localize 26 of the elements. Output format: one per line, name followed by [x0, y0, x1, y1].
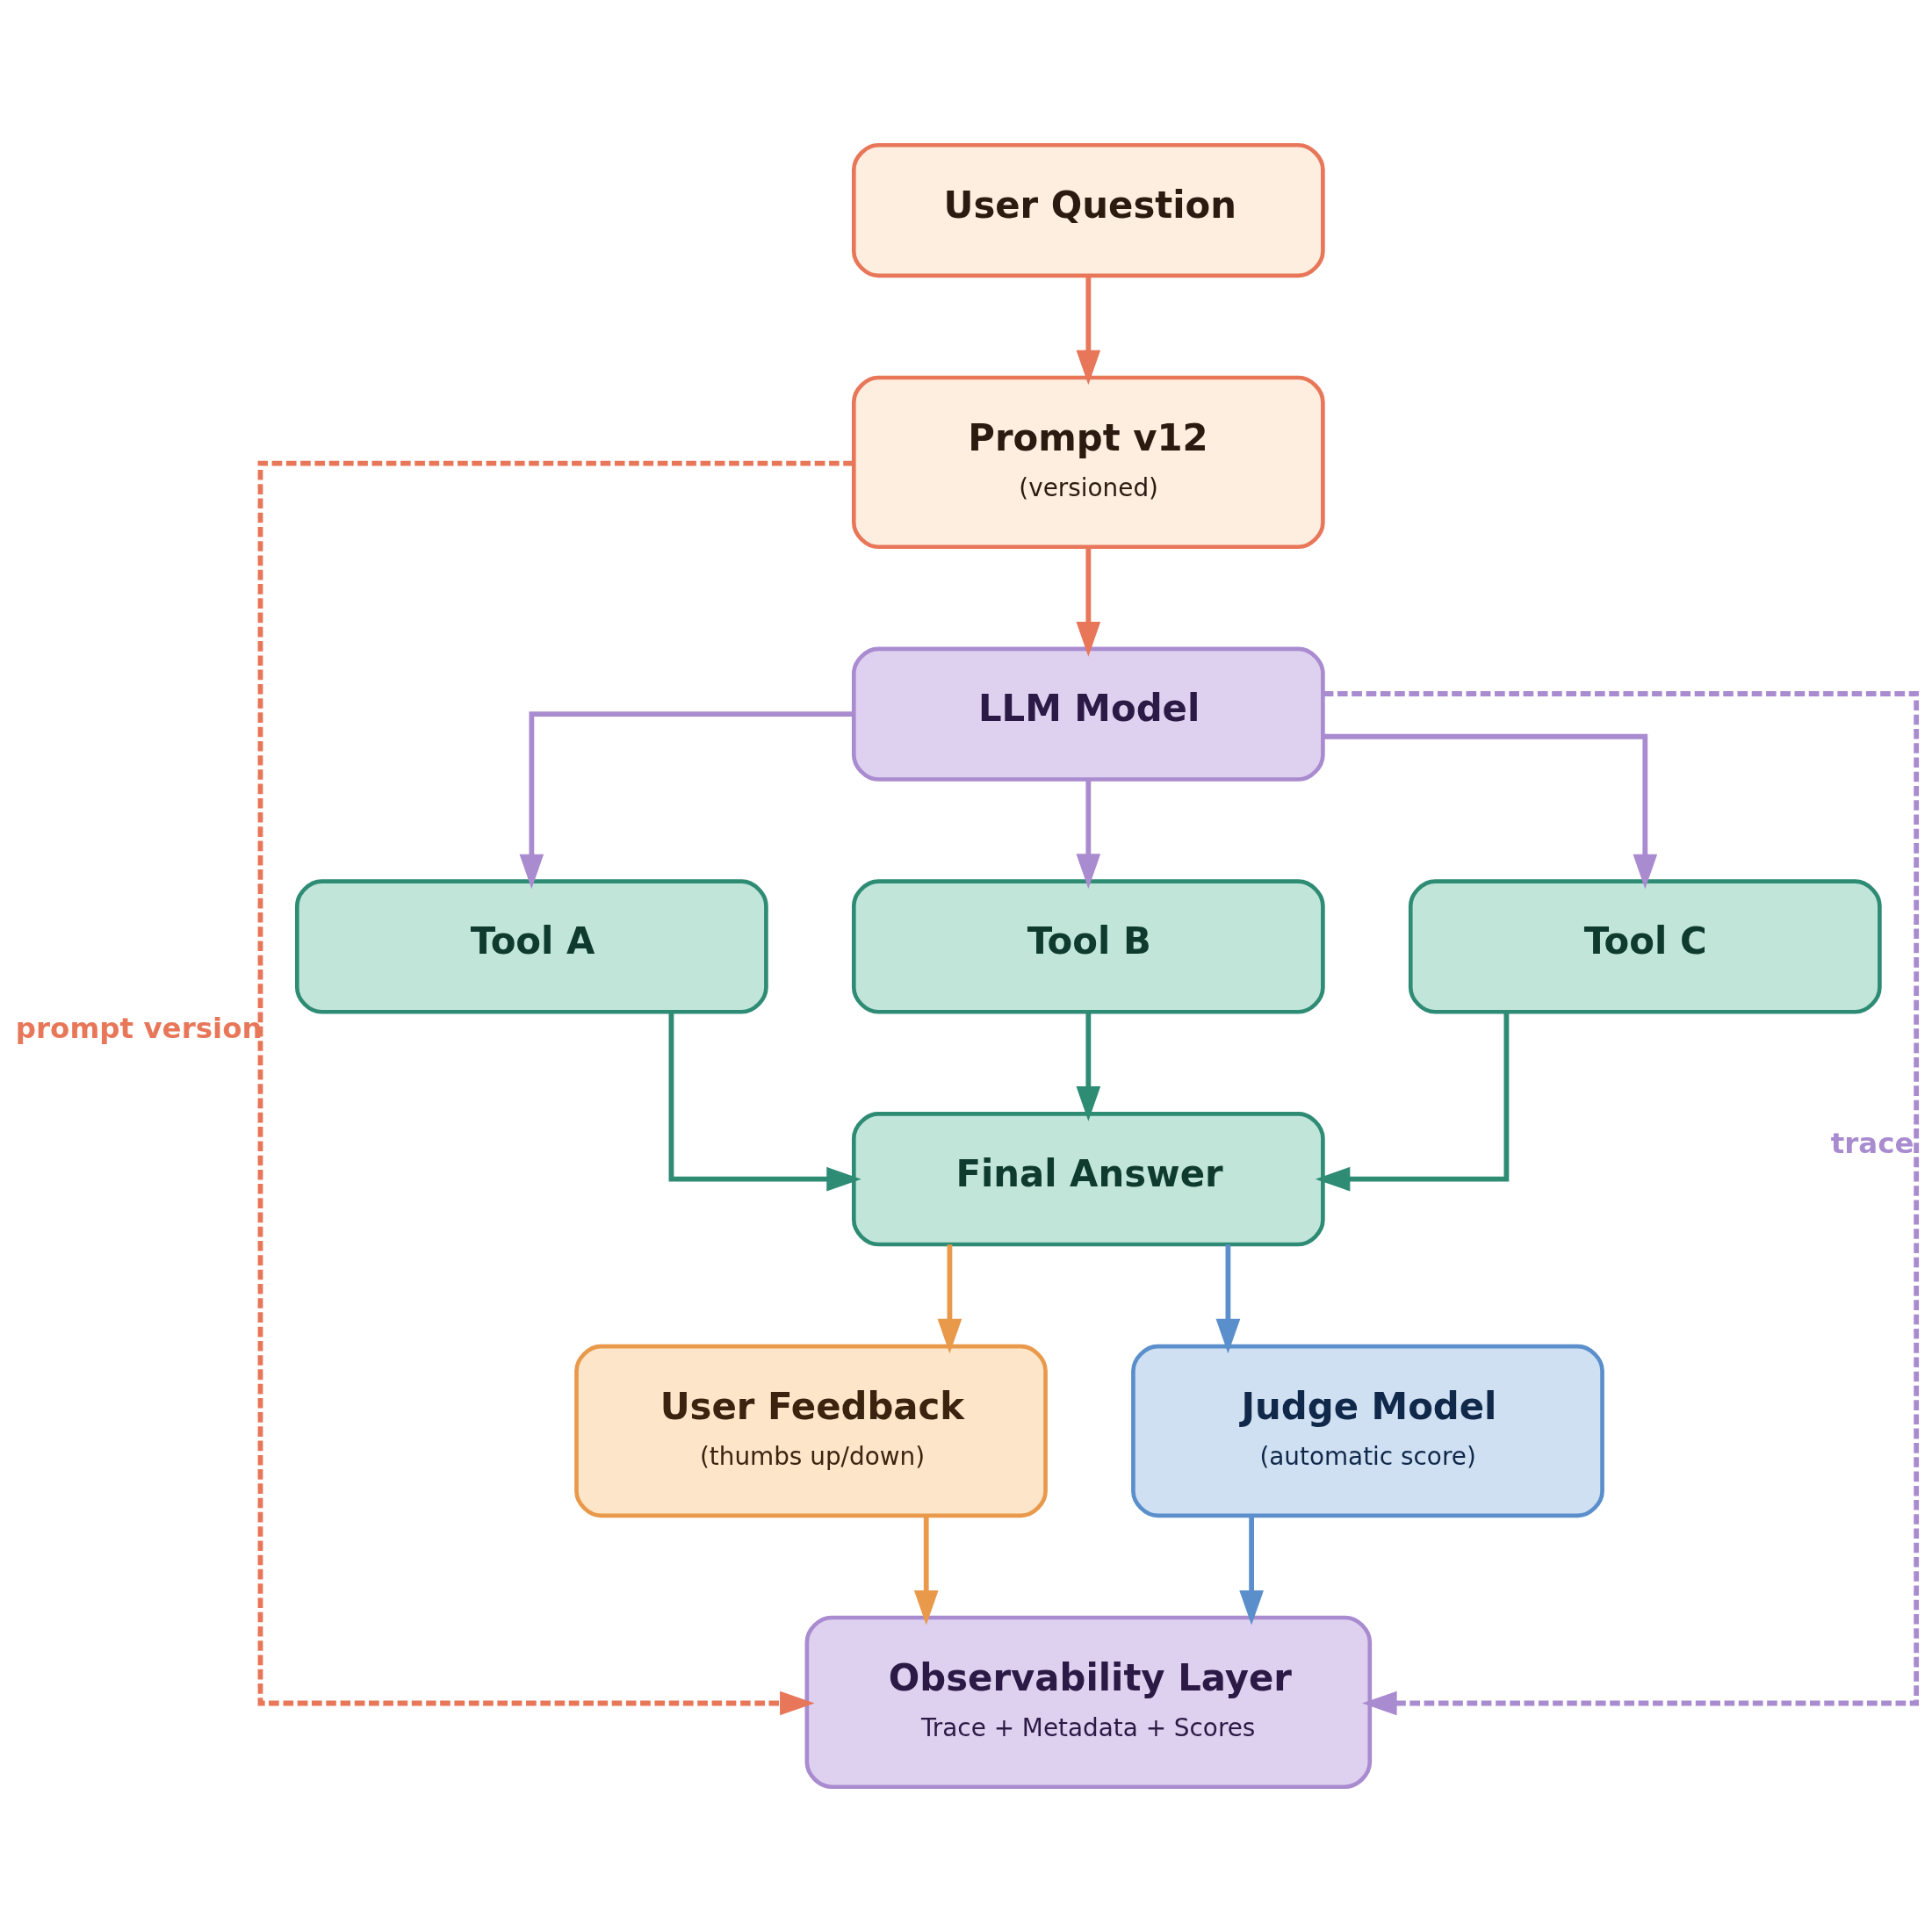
arrow: [937, 1244, 962, 1354]
node-box: Tool B: [851, 879, 1325, 1014]
arrow: [1323, 733, 1658, 890]
node-box: Prompt v12 (versioned): [851, 375, 1325, 550]
edge-label: prompt version: [15, 1012, 263, 1046]
arrow: [1076, 779, 1101, 889]
arrow: [519, 711, 854, 890]
edge-label: trace: [1830, 1127, 1914, 1161]
node-box: User Question: [851, 142, 1325, 278]
arrow: [1076, 547, 1101, 657]
arrow: [1076, 276, 1101, 386]
arrow: [1323, 691, 1920, 1716]
node-box: LLM Model: [851, 646, 1325, 782]
arrow: [257, 460, 854, 1716]
node-box: Final Answer: [851, 1112, 1325, 1247]
node-box: Observability Layer Trace + Metadata + Scores: [804, 1615, 1373, 1790]
node-box: Judge Model (automatic score): [1131, 1344, 1604, 1518]
arrow: [668, 1012, 861, 1192]
arrow: [1315, 1012, 1510, 1192]
arrow: [1239, 1516, 1264, 1626]
node-box: User Feedback (thumbs up/down): [574, 1344, 1048, 1518]
arrow: [1215, 1244, 1241, 1354]
arrow: [1076, 1012, 1101, 1121]
node-box: Tool A: [295, 879, 768, 1014]
node-box: Tool C: [1408, 879, 1882, 1014]
arrow: [913, 1516, 939, 1626]
